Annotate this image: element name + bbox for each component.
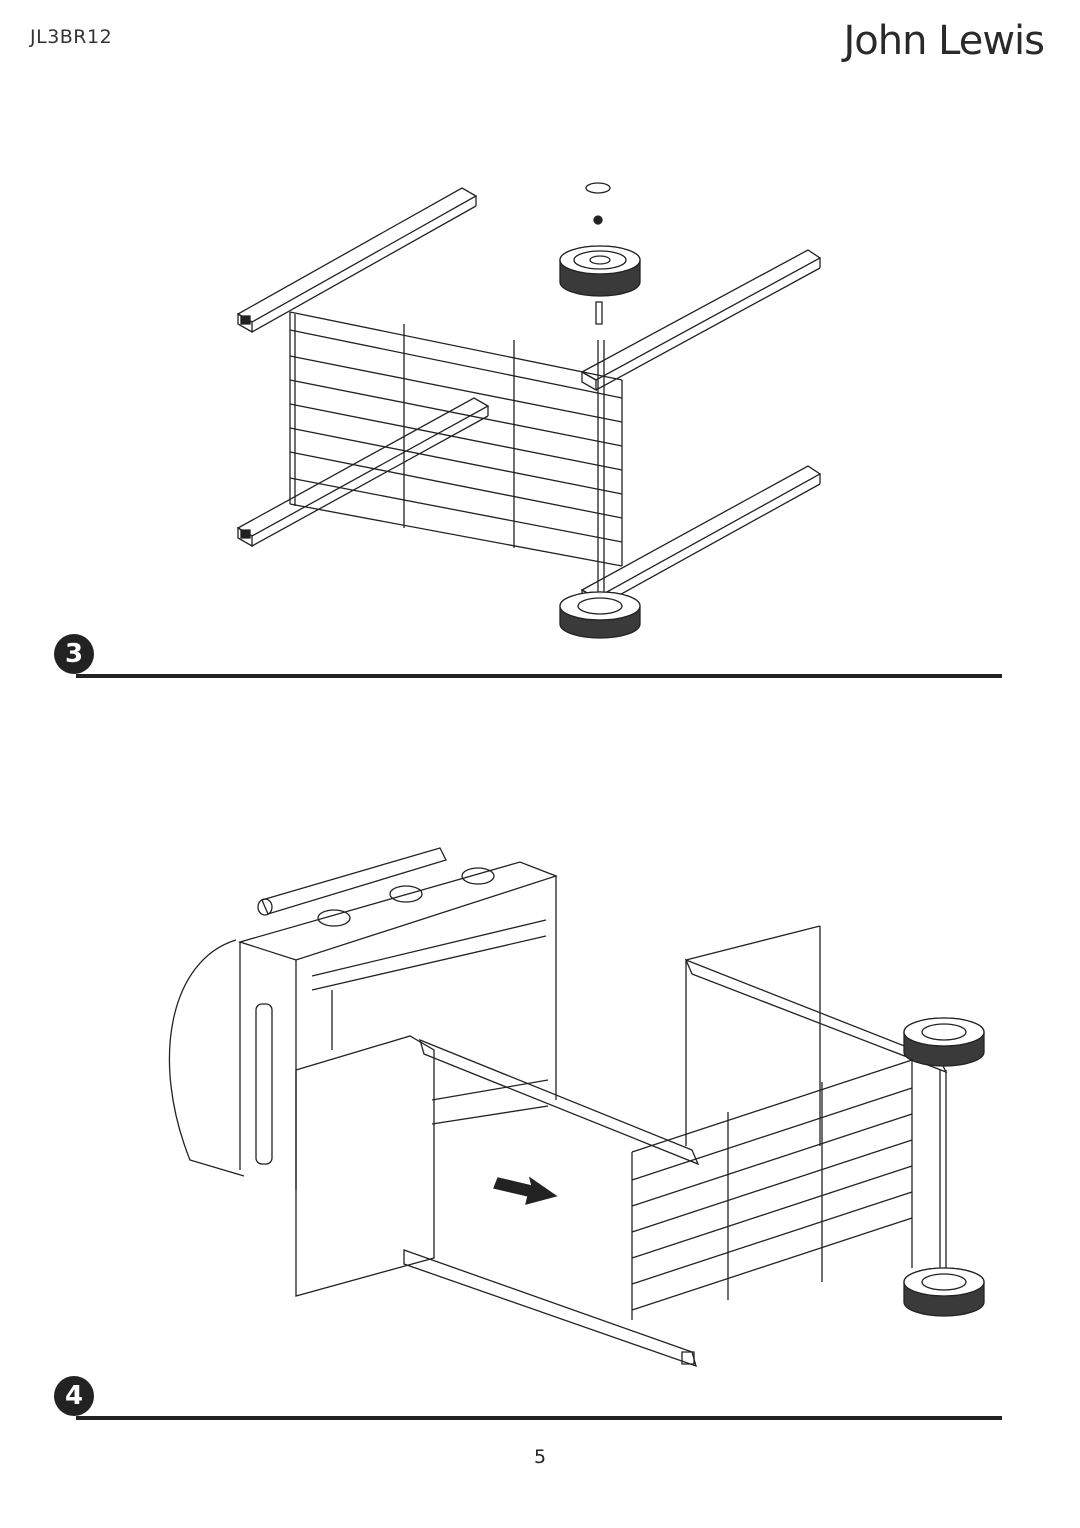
cart-frame-bar-front bbox=[420, 1040, 698, 1164]
wheel-upper bbox=[904, 1018, 984, 1066]
brand-logo: John Lewis bbox=[843, 18, 1045, 64]
cart-side-board bbox=[296, 1036, 434, 1296]
grill-side-panel bbox=[169, 940, 244, 1176]
axle-bolt-icon bbox=[596, 302, 602, 324]
wire-shelf-panel bbox=[290, 312, 622, 566]
wheel-exploded bbox=[560, 246, 640, 296]
step-3-diagram bbox=[0, 160, 1080, 650]
frame-bar-lower-right bbox=[582, 466, 820, 598]
step-3-divider bbox=[76, 674, 1002, 678]
direction-arrow-icon bbox=[494, 1178, 556, 1204]
control-knobs bbox=[318, 868, 494, 926]
model-code: JL3BR12 bbox=[30, 26, 113, 48]
step-3-badge: 3 bbox=[54, 634, 94, 674]
frame-bar-upper-left bbox=[238, 188, 476, 322]
nut-icon bbox=[594, 216, 602, 224]
wheel-lower bbox=[904, 1268, 984, 1316]
wheel-assembled bbox=[560, 592, 640, 638]
cart-wire-panel bbox=[632, 1060, 912, 1320]
grill-control-panel bbox=[240, 862, 556, 960]
grill-handle bbox=[258, 848, 446, 915]
cart-frame-bar-bottom bbox=[404, 1250, 696, 1366]
page-number: 5 bbox=[533, 1446, 547, 1468]
step-4-diagram bbox=[0, 830, 1080, 1390]
step-4-divider bbox=[76, 1416, 1002, 1420]
washer-icon bbox=[586, 183, 610, 193]
step-4-badge: 4 bbox=[54, 1376, 94, 1416]
